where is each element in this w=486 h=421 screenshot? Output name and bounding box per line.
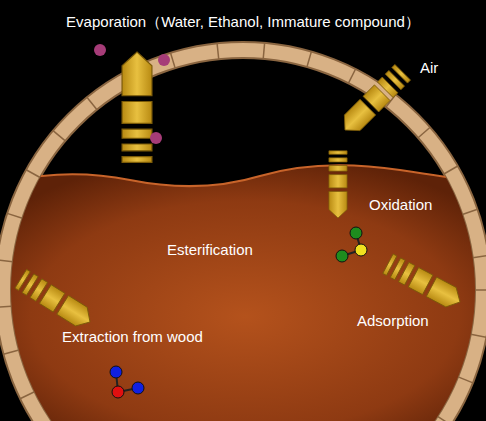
liquid-surface [0, 165, 486, 186]
plank-seam [3, 350, 18, 354]
process-label: Extraction from wood [62, 328, 203, 346]
arrow-segment [426, 277, 465, 312]
input-label: Air [420, 59, 438, 77]
arrow-segment [122, 144, 152, 151]
molecule-dot [158, 54, 170, 66]
plank-seam [20, 392, 34, 399]
plank-seam [87, 97, 97, 109]
label-text: Air [420, 59, 438, 76]
plank-seam [475, 289, 486, 291]
arrow-segment [329, 175, 347, 188]
arrow-segment [122, 52, 152, 96]
plank-seam [0, 306, 12, 307]
label-text: Esterification [167, 241, 253, 258]
arrow-segment [329, 191, 347, 218]
plank-seam [170, 53, 175, 68]
plank-seam [462, 209, 477, 214]
arrow-segment [15, 269, 30, 290]
molecule-dot [112, 386, 124, 398]
liquid [0, 165, 486, 421]
process-label: Adsorption [357, 312, 429, 330]
label-text: Oxidation [369, 196, 432, 213]
arrow-segment [383, 254, 397, 276]
arrow-segment [329, 158, 347, 162]
label-text: Adsorption [357, 312, 429, 329]
arrow-segment [392, 64, 411, 83]
process-label: Oxidation [369, 196, 432, 214]
plank-seam [0, 260, 13, 262]
molecule-dot [150, 132, 162, 144]
process-label: Esterification [167, 241, 253, 259]
arrow-segment [122, 157, 152, 163]
molecule-dot [94, 44, 106, 56]
arrow-segment [122, 129, 152, 138]
arrow-segment [329, 166, 347, 172]
arrow-segment [329, 151, 347, 155]
flow-arrow [15, 269, 96, 331]
molecule-dot [350, 227, 362, 239]
plank-seam [438, 416, 451, 421]
plank-seam [444, 166, 458, 174]
plank-seam [458, 377, 473, 383]
plank-seam [471, 334, 486, 337]
arrow-segment [337, 99, 375, 137]
flow-arrow [337, 64, 410, 137]
plank-seam [217, 43, 219, 59]
label-text: Evaporation（Water, Ethanol, Immature com… [66, 13, 420, 30]
plank-seam [26, 170, 40, 178]
molecule-dot [110, 366, 122, 378]
plank-seam [307, 52, 311, 67]
molecule-dot [355, 244, 367, 256]
flow-arrow [329, 151, 347, 218]
plank-seam [348, 69, 355, 83]
flow-arrow [383, 254, 465, 312]
arrow-segment [57, 296, 96, 332]
label-text: Extraction from wood [62, 328, 203, 345]
molecule-dot [336, 250, 348, 262]
plank-seam [418, 127, 430, 137]
flow-arrow [122, 52, 152, 162]
plank-seam [473, 255, 486, 257]
plank-seam [263, 43, 264, 59]
plank-seam [7, 213, 22, 218]
process-arrows [15, 52, 465, 331]
molecule-dot [132, 382, 144, 394]
process-label: Evaporation（Water, Ethanol, Immature com… [66, 13, 420, 31]
arrow-segment [122, 101, 152, 123]
plank-seam [53, 131, 65, 141]
